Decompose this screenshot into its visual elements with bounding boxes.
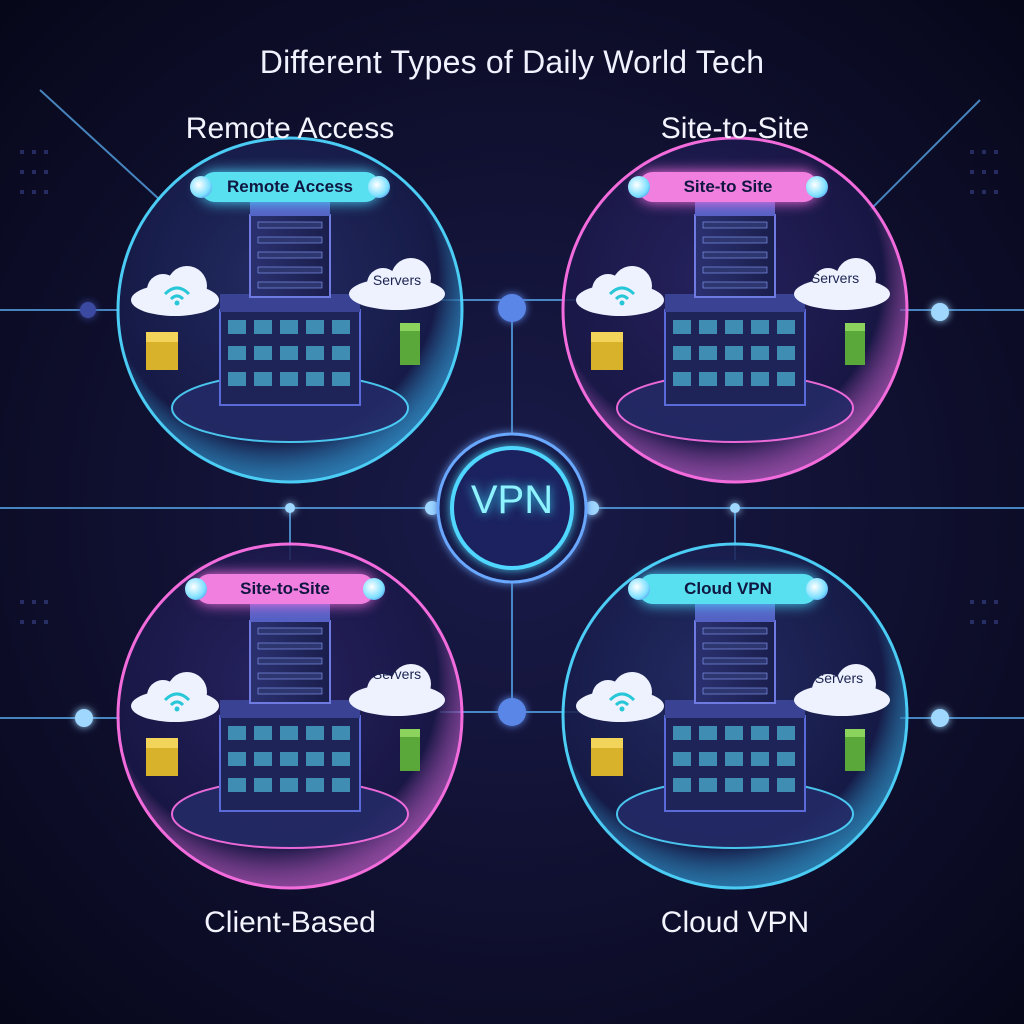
cloud-label-servers: Servers — [372, 272, 422, 288]
heading-client-based: Client-Based — [204, 906, 376, 939]
chip-remote-access: Remote Access — [190, 172, 390, 202]
vpn-hub-icon — [436, 432, 588, 584]
page-title: Different Types of Daily World Tech — [259, 44, 765, 80]
cloud-label-servers: Servers — [810, 270, 860, 286]
servers-cloud-icon — [349, 664, 445, 716]
node-icon — [628, 578, 650, 600]
chip-client-based: Site-to-Site — [185, 574, 385, 604]
node-icon — [806, 176, 828, 198]
chip-label: Cloud VPN — [684, 579, 772, 598]
building-icon — [131, 198, 445, 443]
node-icon — [190, 176, 212, 198]
storage-box-icon — [591, 332, 623, 370]
data-grid-left — [20, 150, 48, 624]
vpn-center-label: VPN — [470, 478, 554, 522]
device-box-icon — [845, 323, 865, 365]
building-icon — [576, 604, 890, 849]
chip-label: Remote Access — [227, 177, 353, 196]
device-box-icon — [845, 729, 865, 771]
chip-label: Site-to-Site — [240, 579, 330, 598]
building-icon — [576, 198, 890, 443]
chip-cloud-vpn: Cloud VPN — [628, 574, 828, 604]
wifi-cloud-icon — [131, 672, 219, 722]
device-box-icon — [400, 323, 420, 365]
wifi-cloud-icon — [576, 672, 664, 722]
wifi-cloud-icon — [576, 266, 664, 316]
heading-site-to-site: Site-to-Site — [660, 112, 810, 145]
node-icon — [806, 578, 828, 600]
node-icon — [185, 578, 207, 600]
heading-remote-access: Remote Access — [185, 112, 395, 145]
cloud-label-servers: Servers — [814, 670, 864, 686]
chip-label: Site-to Site — [683, 177, 773, 196]
network-nodes — [75, 294, 949, 727]
storage-box-icon — [146, 332, 178, 370]
data-grid-right — [970, 150, 998, 624]
servers-cloud-icon — [794, 664, 890, 716]
building-icon — [131, 604, 445, 849]
device-box-icon — [400, 729, 420, 771]
storage-box-icon — [146, 738, 178, 776]
servers-cloud-icon — [349, 258, 445, 310]
heading-cloud-vpn: Cloud VPN — [660, 906, 810, 939]
servers-cloud-icon — [794, 258, 890, 310]
cloud-label-servers: Servers — [372, 666, 422, 682]
chip-site-to-site: Site-to Site — [628, 172, 828, 202]
storage-box-icon — [591, 738, 623, 776]
node-icon — [628, 176, 650, 198]
node-icon — [368, 176, 390, 198]
node-icon — [363, 578, 385, 600]
wifi-cloud-icon — [131, 266, 219, 316]
